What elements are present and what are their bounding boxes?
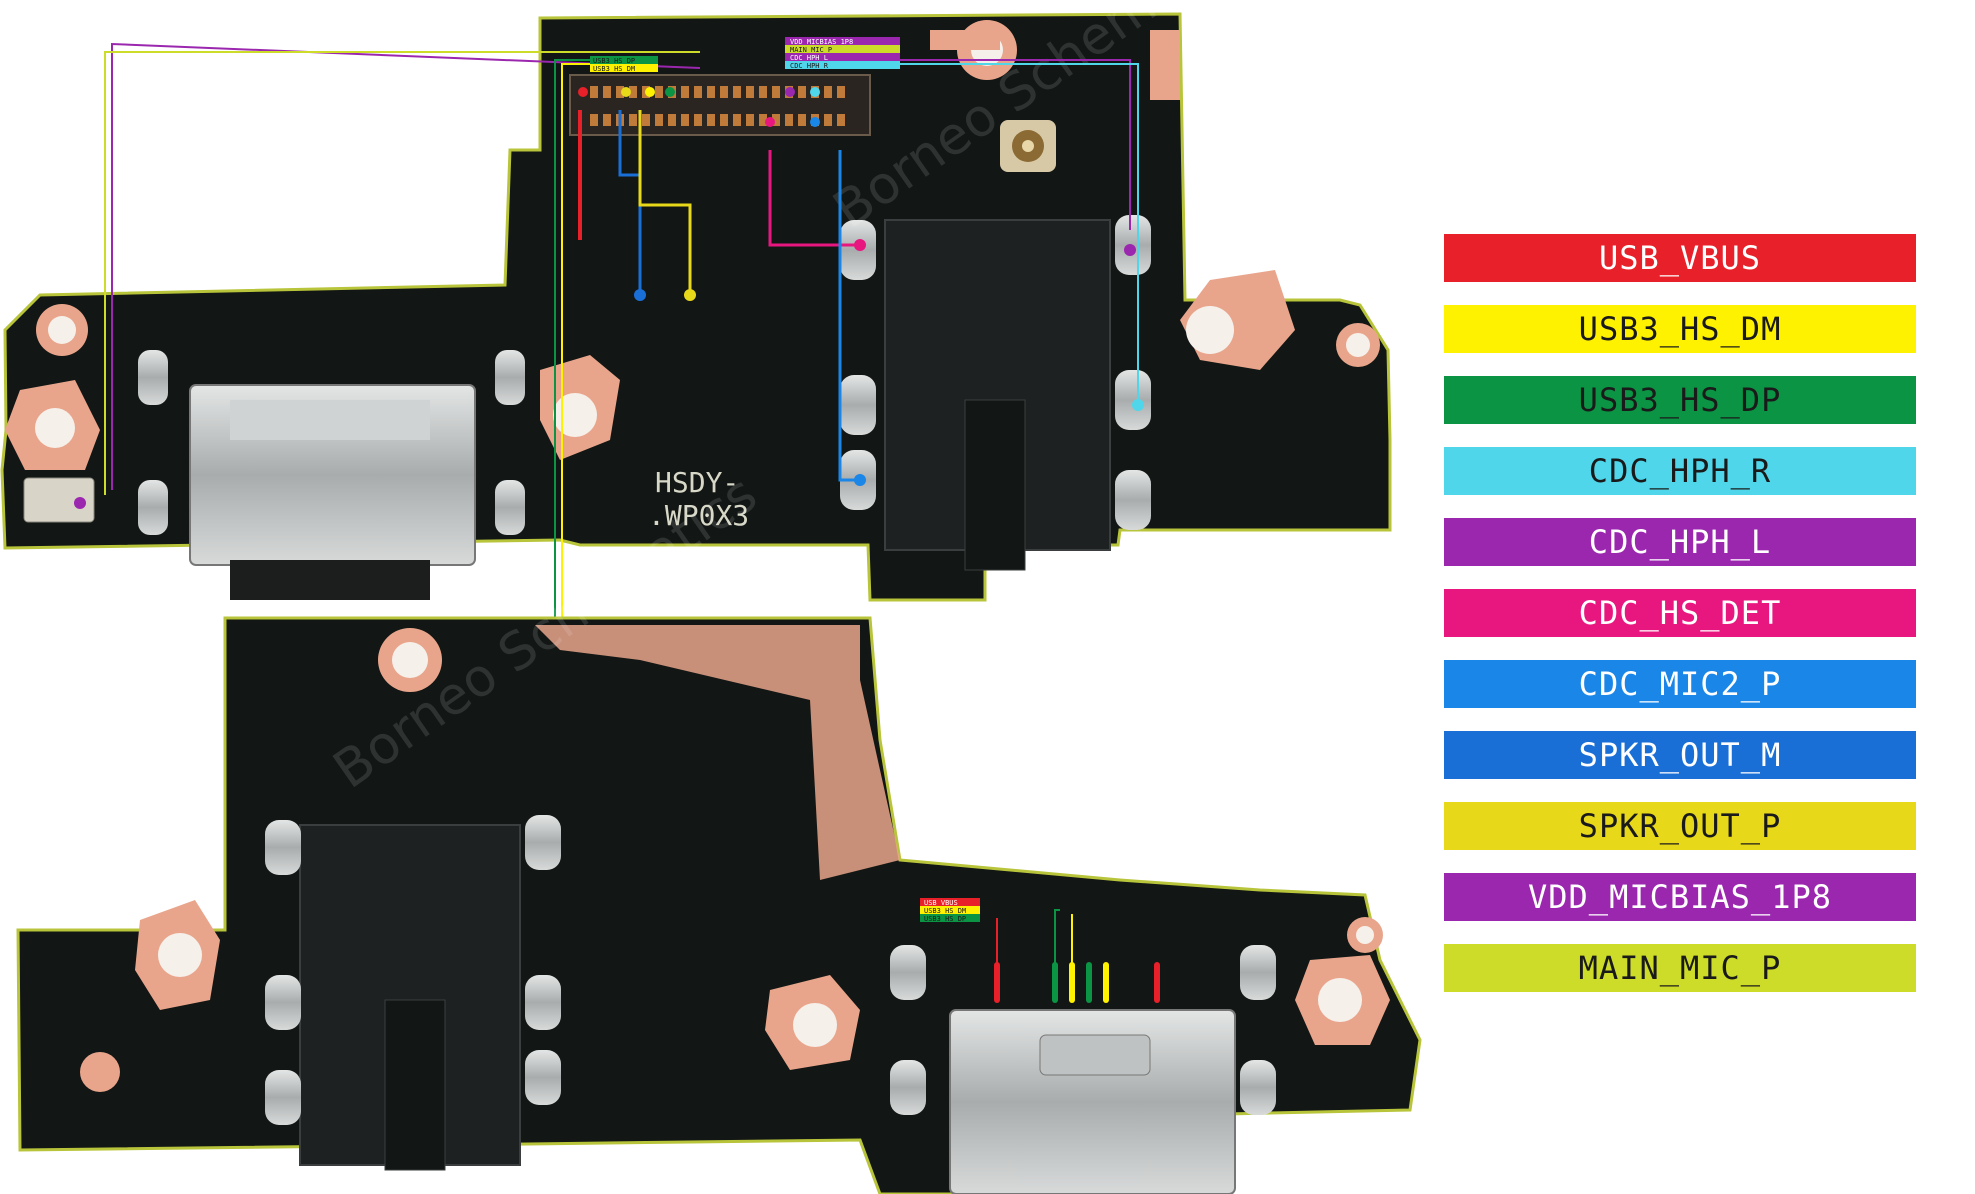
signal-legend: USB_VBUS USB3_HS_DM USB3_HS_DP CDC_HPH_R…	[1444, 234, 1916, 1015]
tag-top-vdd-micbias: VDD_MICBIAS_1P8	[790, 38, 853, 46]
legend-label: SPKR_OUT_P	[1578, 807, 1782, 845]
board-marking-line2: .WP0X3	[648, 499, 749, 532]
legend-label: VDD_MICBIAS_1P8	[1528, 878, 1832, 916]
legend-item-usb3-hs-dp: USB3_HS_DP	[1444, 376, 1916, 424]
legend-label: USB3_HS_DP	[1578, 381, 1782, 419]
legend-label: CDC_HPH_L	[1588, 523, 1772, 561]
legend-item-usb-vbus: USB_VBUS	[1444, 234, 1916, 282]
legend-item-cdc-mic2-p: CDC_MIC2_P	[1444, 660, 1916, 708]
legend-label: USB3_HS_DM	[1578, 310, 1782, 348]
tag-bottom-vbus: USB_VBUS	[924, 899, 958, 907]
legend-item-spkr-out-m: SPKR_OUT_M	[1444, 731, 1916, 779]
legend-item-cdc-hs-det: CDC_HS_DET	[1444, 589, 1916, 637]
board-marking-line1: HSDY-	[655, 466, 739, 499]
legend-label: CDC_HPH_R	[1588, 452, 1772, 490]
legend-label: USB_VBUS	[1598, 239, 1762, 277]
legend-item-main-mic-p: MAIN_MIC_P	[1444, 944, 1916, 992]
legend-label: MAIN_MIC_P	[1578, 949, 1782, 987]
pcb-board-diagram: HSDY- .WP0X3 Borneo Schematics	[0, 0, 1422, 1194]
legend-label: CDC_HS_DET	[1578, 594, 1782, 632]
legend-item-usb3-hs-dm: USB3_HS_DM	[1444, 305, 1916, 353]
tag-top-usb-dm: USB3_HS_DM	[593, 65, 635, 73]
legend-item-vdd-micbias-1p8: VDD_MICBIAS_1P8	[1444, 873, 1916, 921]
tag-top-hph-l: CDC_HPH_L	[790, 54, 828, 62]
tag-bottom-usb-dm: USB3_HS_DM	[924, 907, 966, 915]
tag-top-usb-dp: USB3_HS_DP	[593, 57, 635, 65]
top-board: HSDY- .WP0X3 Borneo Schematics	[0, 0, 1392, 901]
tag-top-main-mic: MAIN_MIC_P	[790, 46, 832, 54]
legend-item-cdc-hph-l: CDC_HPH_L	[1444, 518, 1916, 566]
microphone	[23, 477, 95, 523]
tag-top-hph-r: CDC_HPH_R	[790, 62, 829, 70]
legend-label: CDC_MIC2_P	[1578, 665, 1782, 703]
legend-item-spkr-out-p: SPKR_OUT_P	[1444, 802, 1916, 850]
legend-item-cdc-hph-r: CDC_HPH_R	[1444, 447, 1916, 495]
usb-c-port-bottom	[949, 1009, 1236, 1194]
tag-bottom-usb-dp: USB3_HS_DP	[924, 915, 966, 923]
bottom-board: Borneo Schematics USB_VBUS USB3_HS_DM US…	[16, 464, 1422, 1194]
legend-label: SPKR_OUT_M	[1578, 736, 1782, 774]
